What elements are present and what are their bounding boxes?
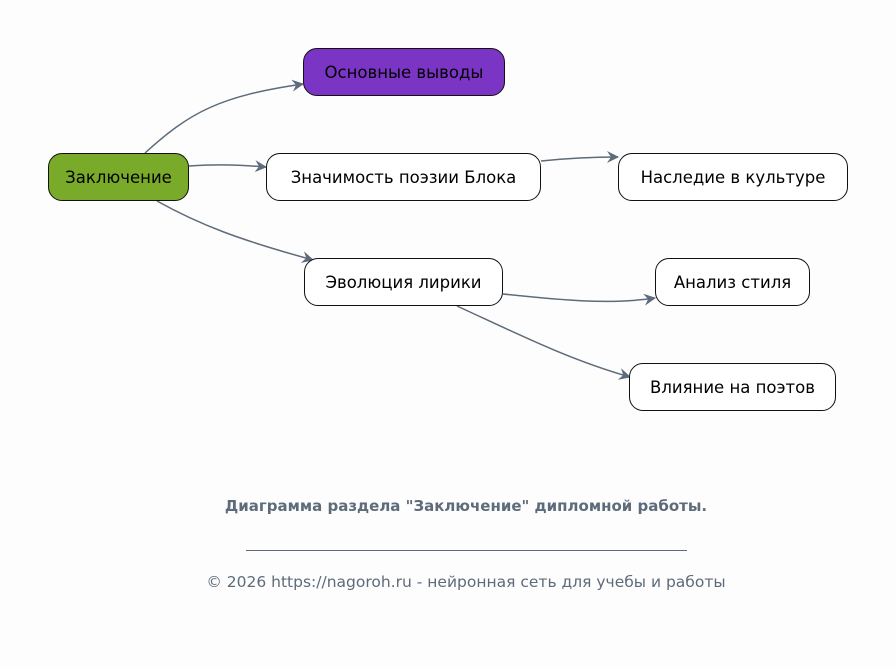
node-main-findings[interactable]: Основные выводы [303, 48, 505, 96]
edge-conclusion-main-findings [144, 79, 304, 154]
edge-evolution-style [502, 293, 656, 306]
footer-copyright: © 2026 https://nagoroh.ru - нейронная се… [206, 573, 726, 591]
diagram-caption: Диаграмма раздела "Заключение" дипломной… [224, 497, 708, 515]
edge-conclusion-significance [188, 160, 267, 173]
edge-conclusion-evolution [156, 200, 314, 263]
node-significance[interactable]: Значимость поэзии Блока [266, 153, 541, 201]
node-influence[interactable]: Влияние на поэтов [629, 363, 836, 411]
edge-significance-legacy [540, 151, 619, 164]
node-legacy[interactable]: Наследие в культуре [618, 153, 848, 201]
node-conclusion[interactable]: Заключение [48, 153, 189, 201]
edge-evolution-influence [456, 305, 631, 380]
node-style[interactable]: Анализ стиля [655, 258, 810, 306]
node-evolution[interactable]: Эволюция лирики [304, 258, 503, 306]
caption-divider [246, 550, 687, 551]
